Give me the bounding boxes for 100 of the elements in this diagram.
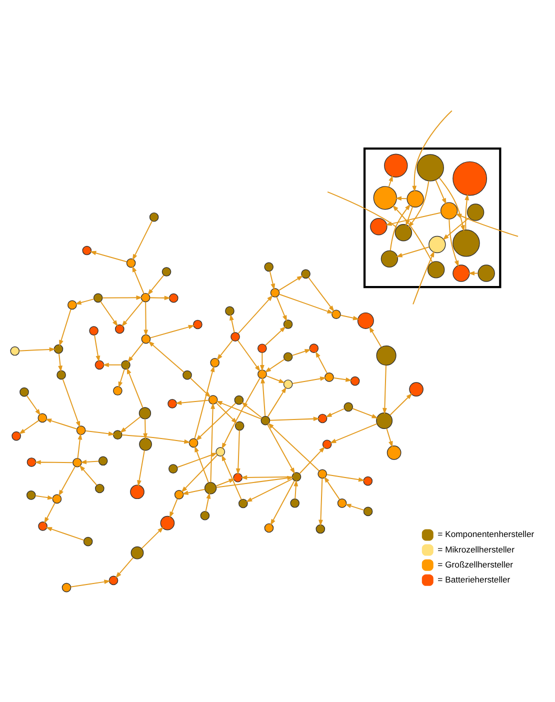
arrow [46,527,84,541]
node-circle [141,334,151,344]
arrow [115,557,134,578]
arrow [34,460,73,465]
node-circle [26,490,36,500]
node-circle [26,458,36,467]
node-circle [112,430,122,440]
node-circle [208,395,218,404]
node-circle [149,212,159,222]
node-circle [386,446,402,460]
node-circle [82,246,92,256]
legend-label: = Großzellhersteller [438,559,514,570]
arrow [412,110,452,192]
node-circle [316,524,326,534]
node-circle [54,344,64,354]
node-circle [130,546,144,560]
arrow [58,354,62,372]
arrow [270,480,295,526]
node-circle [301,269,310,279]
node-circle [234,395,244,405]
node-circle [204,482,217,494]
arrow [102,295,143,300]
legend-label: = Komponentenhersteller [438,529,534,540]
arrow [74,298,94,305]
arrow [324,476,340,500]
arrow [144,302,148,336]
arrow [196,402,236,441]
node-circle [12,431,21,441]
node-circle [56,370,66,380]
node-circle [188,438,198,448]
node-circle [62,582,72,592]
arrow [45,418,78,430]
arrow [292,349,312,356]
arrow [150,296,171,300]
node-circle [210,358,220,368]
arrow [260,352,264,372]
arrow [278,275,304,291]
arrow [333,377,352,382]
arrow [194,446,209,483]
node-circle [76,426,86,435]
arrow [388,175,393,188]
arrow [126,368,144,408]
arrow [216,478,236,486]
arrow [390,393,412,416]
arrow [236,430,240,475]
arrow [269,271,276,290]
node-circle [318,414,328,424]
arrow [194,366,215,439]
node-circle [270,288,280,298]
node-circle [98,456,108,466]
arrow [238,294,274,334]
arrow [141,526,164,549]
arrow [408,181,430,228]
arrow [266,375,286,384]
arrow [222,454,242,500]
arrow [340,314,360,320]
arrow [100,301,118,327]
cluster [363,147,502,288]
node-circle [162,267,172,276]
node-circle [126,258,136,268]
node-circle [452,161,488,196]
node-circle [234,421,244,431]
arrow [80,460,99,464]
node-circle [139,438,152,451]
node-circle [337,498,347,508]
node-circle [168,399,177,408]
arrow [122,300,144,327]
arrow [182,488,205,495]
arrow [318,478,323,526]
node-circle [440,202,458,220]
arrow [181,454,218,493]
node-circle [309,344,319,353]
arrow [132,220,153,260]
node-circle [182,370,192,380]
arrow [210,402,216,482]
arrow [238,340,260,372]
node-circle [260,416,270,426]
legend-label: = Batteriehersteller [438,574,510,584]
arrow [147,274,164,296]
arrow [118,369,125,388]
arrow [369,326,382,348]
node-circle [370,218,388,236]
arrow [260,377,266,416]
node-circle [200,510,210,520]
arrow [177,452,218,468]
arrow [148,340,184,372]
node-circle [72,458,82,468]
arrow [19,347,56,352]
node-circle [373,186,397,210]
node-circle [283,352,293,362]
arrow [18,420,40,434]
node-circle [264,262,274,272]
arrow [268,422,320,472]
arrow [35,495,54,500]
arrow [85,430,115,436]
arrow [392,204,433,262]
arrow [412,250,434,304]
node-circle [20,387,29,397]
arrow [448,219,459,267]
node-circle [225,306,234,316]
